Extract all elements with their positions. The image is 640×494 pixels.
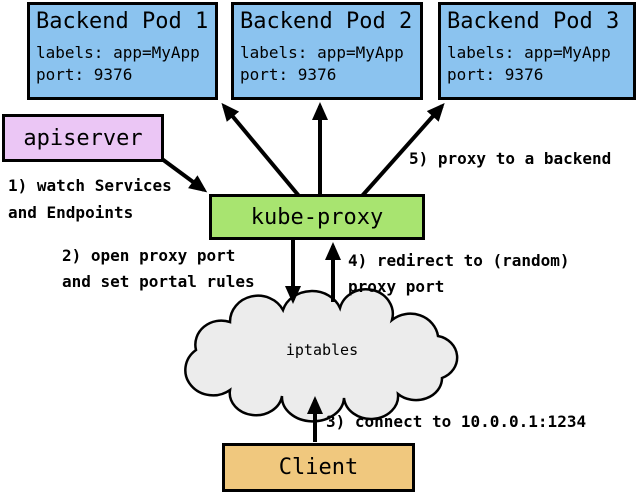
kube-proxy-node: kube-proxy [209, 194, 425, 240]
pod-port: port: 9376 [240, 65, 337, 84]
pod-labels: labels: app=MyApp [36, 43, 200, 62]
annotation-step2-open-proxy-port: 2) open proxy port and set portal rules [62, 246, 255, 291]
backend-pod-1: Backend Pod 1 labels: app=MyApp port: 93… [27, 2, 218, 100]
annotation-step3-connect: 3) connect to 10.0.0.1:1234 [326, 412, 587, 431]
pod-labels: labels: app=MyApp [240, 43, 404, 62]
pod-port: port: 9376 [36, 65, 133, 84]
arrow-proxy-to-pod1 [221, 102, 301, 198]
pod-labels: labels: app=MyApp [447, 43, 611, 62]
apiserver-label: apiserver [23, 125, 143, 151]
annotation-step5-proxy-backend: 5) proxy to a backend [409, 149, 612, 168]
annotation-step1-watch-services: 1) watch Services and Endpoints [8, 176, 172, 222]
pod-title: Backend Pod 1 [36, 9, 209, 34]
client-label: Client [278, 455, 359, 480]
backend-pod-3: Backend Pod 3 labels: app=MyApp port: 93… [438, 2, 636, 100]
apiserver-node: apiserver [2, 114, 164, 162]
backend-pod-2: Backend Pod 2 labels: app=MyApp port: 93… [231, 2, 423, 100]
iptables-cloud-shape [184, 288, 459, 423]
arrow-proxy-to-pod3 [360, 103, 445, 198]
kube-proxy-label: kube-proxy [250, 204, 384, 230]
pod-port: port: 9376 [447, 65, 544, 84]
iptables-label: iptables [285, 341, 359, 359]
pod-title: Backend Pod 3 [447, 9, 620, 34]
arrow-watch-services [160, 157, 208, 193]
annotation-step4-redirect: 4) redirect to (random) proxy port [348, 251, 570, 296]
client-node: Client [222, 443, 415, 492]
pod-title: Backend Pod 2 [240, 9, 413, 34]
